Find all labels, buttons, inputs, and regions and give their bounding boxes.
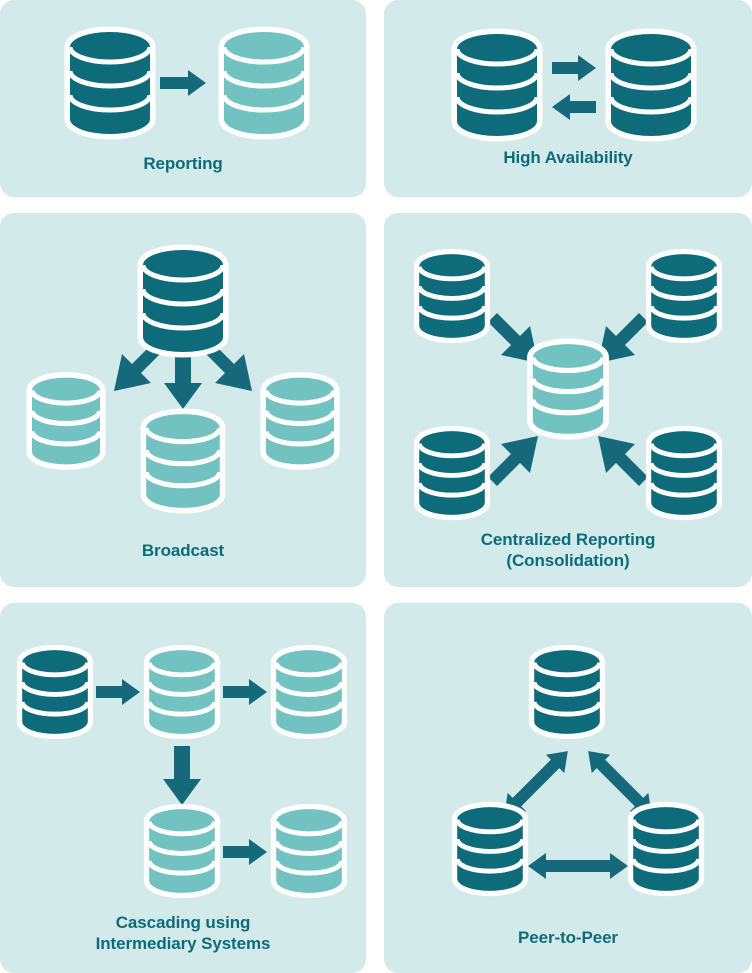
node-peer-database-right xyxy=(633,807,699,891)
arrow-bottom-left-to-center xyxy=(488,436,538,486)
node-source-database-bottom-left xyxy=(419,431,485,515)
caption-broadcast: Broadcast xyxy=(0,541,366,562)
arrow-source-to-reporting xyxy=(160,70,206,96)
panel-reporting[interactable]: Reporting xyxy=(0,0,366,197)
caption-line-1: High Availability xyxy=(503,148,633,167)
node-source-database-top-right xyxy=(651,254,717,338)
arrow-source-to-center xyxy=(164,339,202,409)
node-target-database-bottom-center xyxy=(149,809,215,893)
node-standby-database xyxy=(611,34,691,136)
node-source-database xyxy=(70,32,150,134)
arrow-top-to-right xyxy=(588,751,652,815)
diagram-cascading xyxy=(0,603,366,973)
diagram-high-availability xyxy=(384,0,752,197)
caption-high-availability: High Availability xyxy=(384,148,752,169)
node-source-database xyxy=(22,650,88,734)
diagram-reporting xyxy=(0,0,366,197)
node-target-database-left xyxy=(32,378,100,465)
panel-high-availability[interactable]: High Availability xyxy=(384,0,752,197)
diagram-centralized-reporting xyxy=(384,213,752,587)
arrow-bottom-center-to-bottom-right xyxy=(223,839,267,865)
node-target-database-right xyxy=(266,378,334,465)
node-target-database-center xyxy=(146,414,220,508)
panel-cascading[interactable]: Cascading using Intermediary Systems xyxy=(0,603,366,973)
arrow-source-to-intermediary xyxy=(96,679,140,705)
caption-centralized-reporting: Centralized Reporting (Consolidation) xyxy=(384,530,752,571)
arrow-source-to-right xyxy=(202,341,252,391)
caption-cascading: Cascading using Intermediary Systems xyxy=(0,913,366,954)
node-consolidated-database xyxy=(533,344,603,434)
node-source-database-top-left xyxy=(419,254,485,338)
arrow-primary-to-standby xyxy=(552,55,596,81)
panel-centralized-reporting[interactable]: Centralized Reporting (Consolidation) xyxy=(384,213,752,587)
arrow-left-to-right xyxy=(528,853,628,879)
panel-peer-to-peer[interactable]: Peer-to-Peer xyxy=(384,603,752,973)
node-reporting-database xyxy=(224,32,304,134)
node-peer-database-top xyxy=(534,650,600,734)
caption-line-1: Reporting xyxy=(143,154,223,173)
caption-line-1: Broadcast xyxy=(141,541,225,560)
node-target-database-top-right xyxy=(276,650,342,734)
arrow-top-left-to-center xyxy=(488,313,538,363)
node-source-database xyxy=(143,250,223,352)
caption-line-1: Centralized Reporting xyxy=(480,530,656,549)
arrow-intermediary-to-top-right xyxy=(223,679,267,705)
diagram-broadcast xyxy=(0,213,366,587)
arrow-bottom-right-to-center xyxy=(598,436,648,486)
caption-line-2: (Consolidation) xyxy=(506,550,630,570)
caption-peer-to-peer: Peer-to-Peer xyxy=(384,928,752,949)
panel-broadcast[interactable]: Broadcast xyxy=(0,213,366,587)
caption-line-1: Cascading using xyxy=(115,913,251,932)
arrow-intermediary-to-bottom-center xyxy=(163,746,201,805)
arrow-source-to-left xyxy=(114,341,164,391)
node-target-database-bottom-right xyxy=(276,809,342,893)
arrow-top-to-left xyxy=(504,751,568,815)
caption-line-1: Peer-to-Peer xyxy=(518,928,618,947)
node-source-database-bottom-right xyxy=(651,431,717,515)
diagram-peer-to-peer xyxy=(384,603,752,973)
node-primary-database xyxy=(457,34,537,136)
arrow-standby-to-primary xyxy=(552,94,596,120)
caption-reporting: Reporting xyxy=(0,154,366,175)
arrow-top-right-to-center xyxy=(598,313,648,363)
caption-line-2: Intermediary Systems xyxy=(95,933,271,953)
node-intermediary-database xyxy=(149,650,215,734)
node-peer-database-left xyxy=(457,807,523,891)
